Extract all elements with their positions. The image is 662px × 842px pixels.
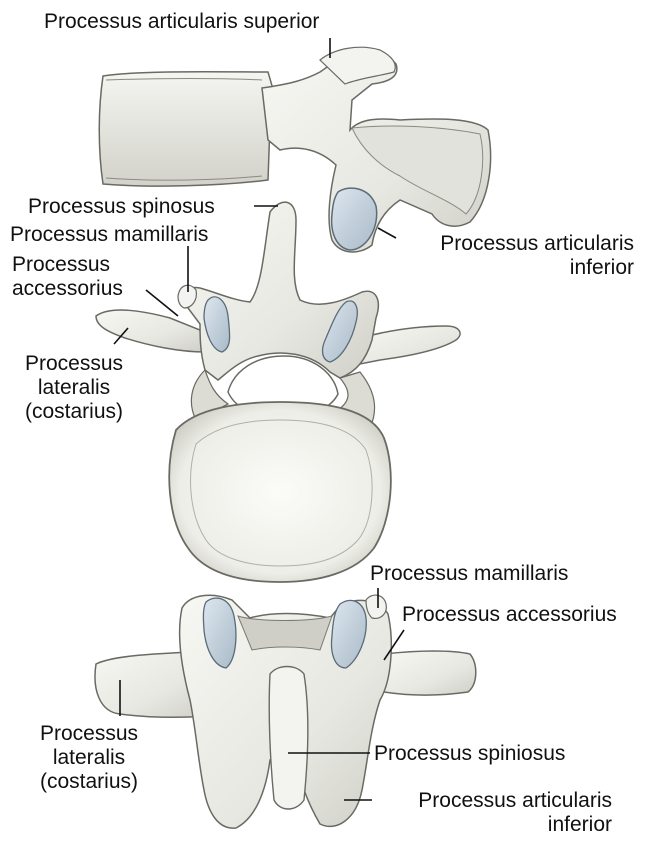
label-processus-lateralis-superior-view-line1: Processus xyxy=(24,352,124,375)
posterior-right-transverse-process xyxy=(383,650,477,696)
label-processus-articularis-inferior-posterior-view-line2: inferior xyxy=(547,813,612,836)
label-processus-mamillaris-posterior-view: Processus mamillaris xyxy=(370,562,569,585)
posterior-view-figure xyxy=(94,594,477,829)
lateral-vertebral-body xyxy=(98,70,276,187)
lateral-view-figure xyxy=(98,46,492,253)
superior-left-articular-facet xyxy=(203,296,231,353)
label-processus-lateralis-posterior-view-line2: lateralis xyxy=(52,746,126,769)
label-processus-lateralis-posterior-view-line1: Processus xyxy=(39,722,139,745)
label-processus-lateralis-superior-view-line3: (costarius) xyxy=(24,400,124,423)
posterior-left-articular-facet xyxy=(202,597,237,669)
label-processus-lateralis-posterior-view-line3: (costarius) xyxy=(39,770,139,793)
label-processus-spinosus: Processus spinosus xyxy=(28,195,215,218)
leader-art-inf-1 xyxy=(377,227,397,239)
superior-vertebral-body xyxy=(168,401,392,583)
label-processus-lateralis-superior-view-line2: lateralis xyxy=(37,376,111,399)
label-processus-articularis-superior: Processus articularis superior xyxy=(44,10,320,33)
label-processus-mamillaris-superior-view: Processus mamillaris xyxy=(10,223,209,246)
label-processus-articularis-inferior-lateral-view-line1: Processus articularis xyxy=(440,232,634,255)
superior-left-transverse-process xyxy=(95,309,206,353)
label-processus-articularis-inferior-posterior-view-line1: Processus articularis xyxy=(418,789,612,812)
lateral-inferior-articular-facet xyxy=(330,187,378,251)
leader-lateralis-1 xyxy=(113,327,129,345)
label-processus-articularis-inferior-lateral-view-line2: inferior xyxy=(569,256,634,279)
superior-right-transverse-process xyxy=(359,325,461,365)
posterior-right-articular-facet xyxy=(330,599,367,669)
posterior-left-transverse-process xyxy=(94,651,211,719)
label-processus-spiniosus: Processus spiniosus xyxy=(374,742,566,765)
leader-lines xyxy=(113,38,405,801)
posterior-spinous-process xyxy=(268,665,309,810)
leader-accessorius-1 xyxy=(145,289,179,317)
superior-right-articular-facet xyxy=(321,300,358,363)
superior-view-figure xyxy=(95,201,461,583)
label-processus-accessorius-posterior-view: Processus accessorius xyxy=(402,603,617,626)
leader-accessorius-2 xyxy=(383,629,405,661)
label-processus-accessorius-superior-view-line2: accessorius xyxy=(12,277,123,300)
label-processus-accessorius-superior-view-line1: Processus xyxy=(12,253,111,276)
